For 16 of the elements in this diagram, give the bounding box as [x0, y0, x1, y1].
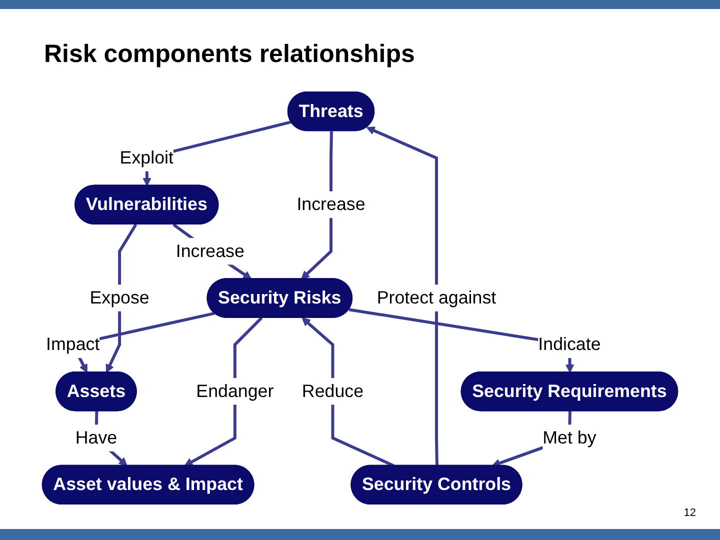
edge-label: Endanger — [196, 380, 274, 401]
edge-label: Reduce — [302, 380, 364, 401]
edge-label: Met by — [542, 428, 596, 448]
arrow — [172, 223, 252, 280]
edge-label: Have — [75, 428, 118, 448]
slide-title: Risk components relationships — [44, 40, 415, 69]
edge-label: Exploit — [120, 148, 174, 168]
edge-label: Impact — [46, 334, 100, 354]
edge-label: Protect against — [376, 288, 496, 308]
arrow — [366, 126, 438, 466]
edge-label: Increase — [296, 194, 366, 214]
edge-label: Indicate — [538, 334, 601, 354]
page-number: 12 — [684, 507, 696, 519]
edge-label: Increase — [176, 240, 244, 261]
arrow — [302, 317, 395, 468]
edge-label: Expose — [90, 288, 150, 308]
